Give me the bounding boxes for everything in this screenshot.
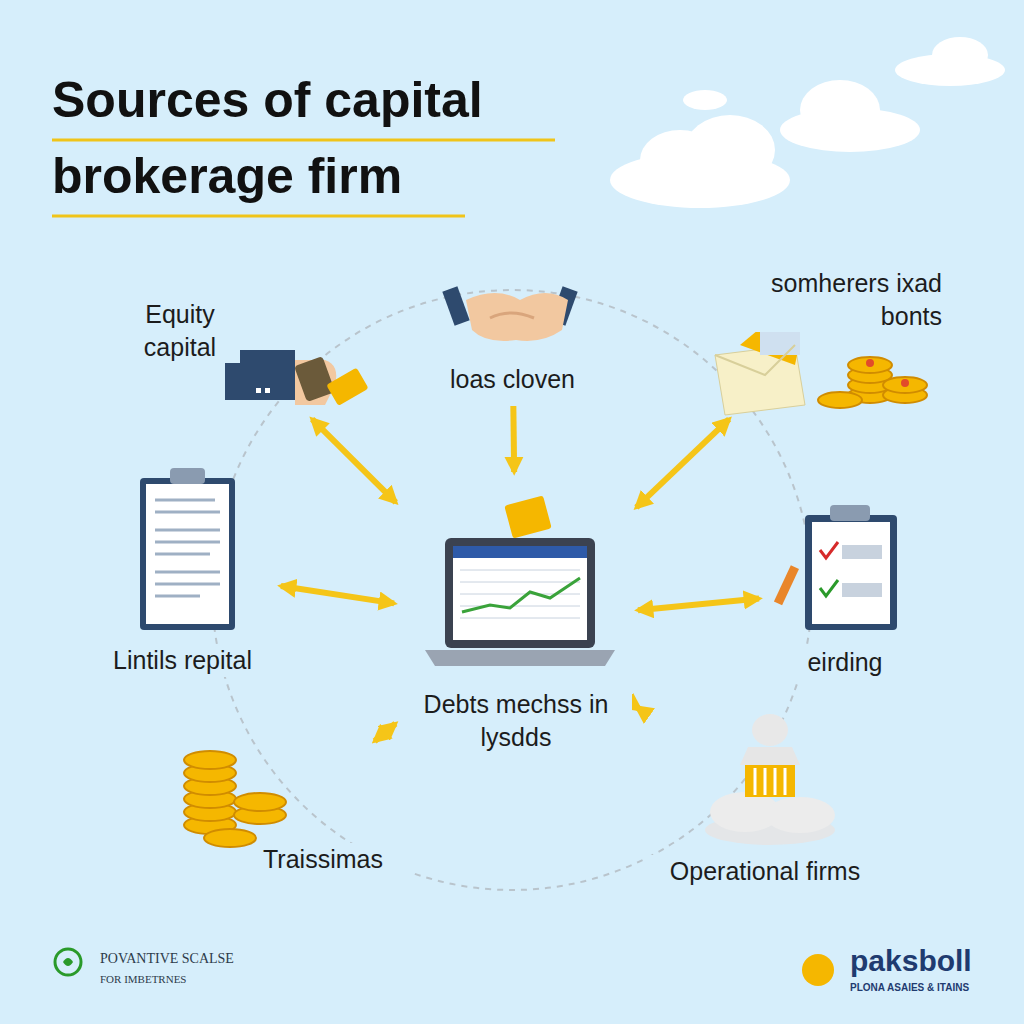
logo-mark (802, 970, 834, 986)
flow-arrow (312, 419, 396, 502)
capital-source-node: Equity capital (110, 290, 380, 415)
flow-arrow (636, 419, 729, 507)
capital-source-node: loas cloven (430, 275, 595, 400)
capital-source-node: Operational firms (645, 700, 885, 895)
title-underline (52, 215, 465, 218)
node-label: loas cloven (430, 363, 595, 396)
laptop-icon (425, 495, 615, 666)
clipboard-icon (140, 468, 235, 630)
capital-source-node: eirding (765, 500, 910, 682)
node-label: eirding (785, 646, 905, 679)
bank-cloud-icon (705, 714, 835, 845)
coin-stack-icon (184, 751, 286, 847)
flow-arrow (510, 406, 517, 472)
node-label: Debts mechss in lysdds (400, 688, 632, 753)
logo-mark (55, 949, 81, 975)
envelope-coins-icon (715, 320, 927, 415)
capital-source-node: Lintils repital (90, 460, 275, 682)
flow-arrow (637, 707, 640, 709)
cloud (610, 37, 1005, 208)
flow-arrow (375, 724, 396, 741)
footer-label: POVANTIVE SCALSE (100, 951, 234, 967)
capital-source-node: Traissimas (170, 745, 410, 880)
dashed-ring (212, 290, 812, 890)
node-label: Traissimas (260, 843, 410, 876)
checklist-icon (774, 505, 897, 630)
capital-source-node: Debts mechss in lysdds (400, 478, 632, 766)
footer-label: PLONA ASAIES & ITAINS (850, 982, 969, 993)
footer-label: paksboll (850, 944, 972, 978)
diagram-title: Sources of capital brokerage firm (52, 62, 582, 214)
capital-source-node: somherers ixad bonts (690, 255, 945, 415)
footer-label: FOR IMBETRNES (100, 973, 187, 985)
flow-arrow (281, 586, 394, 603)
logo-mark (802, 954, 834, 986)
node-label: Lintils repital (90, 644, 275, 677)
flow-arrow (638, 599, 759, 611)
node-label: somherers ixad bonts (730, 267, 945, 332)
node-label: Operational firms (645, 855, 885, 888)
logo-mark (63, 958, 73, 966)
title-underline (52, 139, 555, 142)
handshake-icon (442, 286, 577, 341)
node-label: Equity capital (120, 298, 240, 363)
hand-card-icon (225, 350, 369, 406)
